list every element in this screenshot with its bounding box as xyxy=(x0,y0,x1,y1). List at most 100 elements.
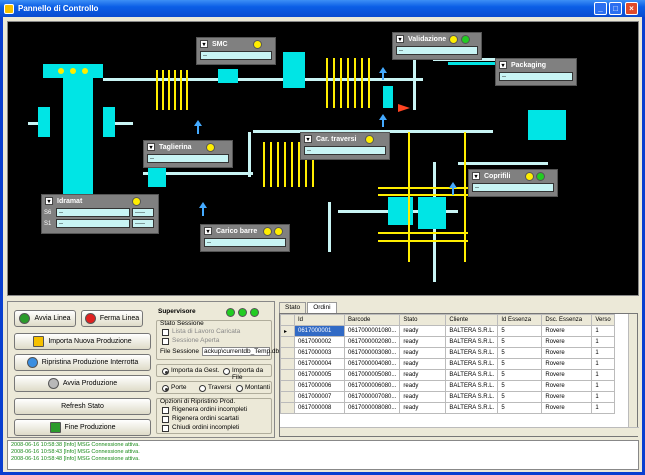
table-cell: Rovere xyxy=(541,325,593,337)
station-validazione[interactable]: ▾ Validazione -- xyxy=(392,32,482,60)
chevron-down-icon[interactable]: ▾ xyxy=(472,172,480,180)
column-header[interactable]: Id Essenza xyxy=(497,314,543,326)
row-selector[interactable] xyxy=(280,402,295,414)
supervisore-title: Supervisore xyxy=(158,308,196,315)
s1-extra: ----- xyxy=(132,219,154,228)
avvia-produzione-button[interactable]: Avvia Produzione xyxy=(14,375,151,392)
table-cell: 0617000001 xyxy=(294,325,345,337)
arrow-right-icon xyxy=(49,422,61,433)
table-cell: Rovere xyxy=(541,336,593,348)
table-cell: 5 xyxy=(497,380,543,392)
station-coprifili[interactable]: ▾Coprifili -- xyxy=(468,169,558,197)
column-header[interactable]: Verso xyxy=(591,314,615,326)
table-cell: ready xyxy=(399,347,447,359)
plant-diagram: ▾SMC -- ▾ Validazione -- ▾Packaging -- ▾T… xyxy=(7,21,639,296)
montanti-radio[interactable] xyxy=(236,385,243,392)
chevron-down-icon[interactable]: ▾ xyxy=(396,35,404,43)
table-cell: 5 xyxy=(497,358,543,370)
chevron-down-icon[interactable]: ▾ xyxy=(45,197,53,205)
close-button[interactable]: × xyxy=(625,2,638,15)
status-light-icon xyxy=(536,172,545,181)
status-light-icon xyxy=(226,308,235,317)
table-cell: 0617000003080... xyxy=(343,347,401,359)
table-cell: 0617000008 xyxy=(294,402,345,414)
horizontal-scrollbar[interactable] xyxy=(280,427,639,436)
avvia-linea-button[interactable]: Avvia Linea xyxy=(14,310,76,327)
table-cell: BALTERA S.R.L. xyxy=(445,347,499,359)
rigenera-incompleti-checkbox[interactable] xyxy=(162,407,169,414)
table-cell: 5 xyxy=(497,391,543,403)
chevron-down-icon[interactable]: ▾ xyxy=(499,61,507,69)
table-cell: 0617000007 xyxy=(294,391,345,403)
row-selector[interactable] xyxy=(280,336,295,348)
column-header[interactable]: Id xyxy=(294,314,345,326)
status-light-icon xyxy=(449,35,458,44)
tab-stato[interactable]: Stato xyxy=(279,302,307,313)
gear-icon xyxy=(47,378,59,389)
lista-lavoro-checkbox[interactable] xyxy=(162,329,169,336)
file-sessione-field[interactable]: ackup\currentdb_Temp.db3 xyxy=(202,347,283,356)
station-title: Validazione xyxy=(408,35,447,43)
station-value: -- xyxy=(396,46,478,55)
row-selector[interactable] xyxy=(280,347,295,359)
table-cell: 5 xyxy=(497,402,543,414)
station-idramat[interactable]: ▾Idramat S6 -- ----- S1 -- ----- xyxy=(41,194,159,234)
log-line: 2008-06-16 10:58:43 [Info] MSG Connessio… xyxy=(11,449,140,455)
row-selector[interactable] xyxy=(280,369,295,381)
importa-gest-radio[interactable] xyxy=(162,368,169,375)
sessione-aperta-checkbox[interactable] xyxy=(162,338,169,345)
importa-file-radio[interactable] xyxy=(223,368,230,375)
station-taglierina[interactable]: ▾Taglierina -- xyxy=(143,140,233,168)
tab-ordini[interactable]: Ordini xyxy=(307,302,337,313)
chevron-down-icon[interactable]: ▾ xyxy=(304,135,312,143)
column-header[interactable]: Dsc. Essenza xyxy=(541,314,593,326)
row-selector[interactable]: ▸ xyxy=(280,325,295,337)
row-selector[interactable] xyxy=(280,391,295,403)
traversi-radio[interactable] xyxy=(199,385,206,392)
plant-layout xyxy=(28,52,566,282)
importa-file-label: Importa da File xyxy=(232,367,264,381)
ripristina-button[interactable]: Ripristina Produzione Interrotta xyxy=(14,354,151,371)
lista-lavoro-label: Lista di Lavoro Caricata xyxy=(172,328,241,335)
table-cell: Rovere xyxy=(541,380,593,392)
chevron-down-icon[interactable]: ▾ xyxy=(147,143,155,151)
rigenera-scartati-checkbox[interactable] xyxy=(162,416,169,423)
minimize-button[interactable]: _ xyxy=(594,2,607,15)
porte-radio[interactable] xyxy=(162,385,169,392)
table-cell: ready xyxy=(399,369,447,381)
column-header[interactable]: Barcode xyxy=(343,314,401,326)
station-value: -- xyxy=(147,154,229,163)
station-carico-barre[interactable]: ▾Carico barre -- xyxy=(200,224,290,252)
station-car-traversi[interactable]: ▾Car. traversi -- xyxy=(300,132,390,160)
station-packaging[interactable]: ▾Packaging -- xyxy=(495,58,577,86)
fine-produzione-button[interactable]: Fine Produzione xyxy=(14,419,151,436)
importa-nuova-button[interactable]: Importa Nuova Produzione xyxy=(14,333,151,350)
row-selector[interactable] xyxy=(280,358,295,370)
maximize-button[interactable]: □ xyxy=(609,2,622,15)
chiudi-incompleti-checkbox[interactable] xyxy=(162,425,169,432)
vertical-scrollbar[interactable] xyxy=(628,314,637,427)
station-smc[interactable]: ▾SMC -- xyxy=(196,37,276,65)
row-selector[interactable] xyxy=(280,380,295,392)
table-cell: 0617000004080... xyxy=(343,358,401,370)
folder-icon xyxy=(33,336,45,347)
column-header[interactable]: Stato xyxy=(399,314,447,326)
table-cell: 1 xyxy=(591,358,615,370)
table-cell: 5 xyxy=(497,336,543,348)
refresh-stato-button[interactable]: Refresh Stato xyxy=(14,398,151,415)
chevron-down-icon[interactable]: ▾ xyxy=(200,40,208,48)
column-header[interactable]: Cliente xyxy=(445,314,499,326)
chevron-down-icon[interactable]: ▾ xyxy=(204,227,212,235)
ferma-linea-button[interactable]: Ferma Linea xyxy=(81,310,143,327)
file-sessione-label: File Sessione xyxy=(160,348,200,355)
table-cell: 1 xyxy=(591,380,615,392)
